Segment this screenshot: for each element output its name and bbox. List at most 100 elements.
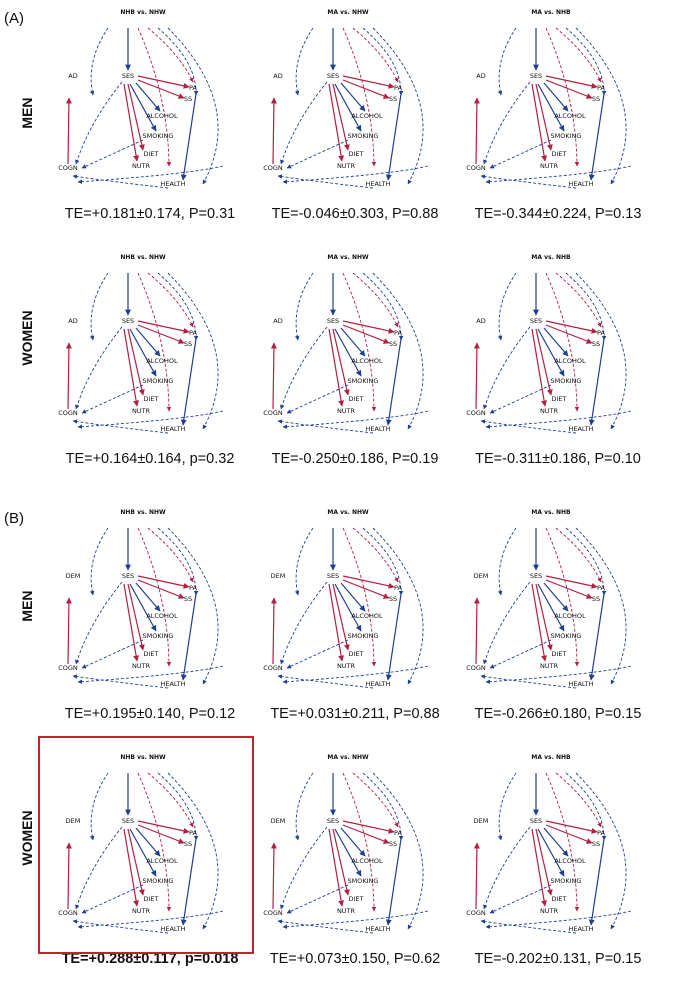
total-effect-label: TE=-0.344±0.224, P=0.13 [474,206,642,222]
edge-arrow [328,328,345,407]
node-label-ses: SES [122,317,134,325]
edge-arrow [342,579,390,599]
edge-arrow [497,272,517,341]
node-label-pa: PA [189,329,198,337]
panel-title: MA vs. NHW [327,254,369,261]
edge-arrow [332,83,350,151]
node-label-pa: PA [189,584,198,592]
node-label-nutr: NUTR [540,407,559,415]
edge-arrow [545,824,593,844]
edge-arrow [497,27,517,96]
node-label-nutr: NUTR [540,907,559,915]
path-diagram: MA vs. NHBSESPASSALCOHOLSMOKINGDIETNUTRC… [466,754,632,934]
node-label-ss: SS [592,95,600,103]
edge-arrow [147,27,194,83]
node-label-smoking: SMOKING [143,877,174,885]
edge-arrow [157,272,199,341]
edge-arrow [473,842,480,910]
edge-arrow [385,593,402,681]
total-effect-label: TE=+0.031±0.211, P=0.88 [270,706,440,722]
edge-arrow [483,581,531,665]
node-label-pa: PA [597,84,606,92]
path-diagram: MA vs. NHBSESPASSALCOHOLSMOKINGDIETNUTRC… [466,509,632,689]
edge-arrow [480,674,577,689]
edge-arrow [280,826,328,910]
edge-arrow [489,139,552,169]
edge-arrow [129,828,157,877]
edge-arrow [342,320,395,334]
edge-arrow [340,327,366,357]
path-diagram: MA vs. NHBSESPASSALCOHOLSMOKINGDIETNUTRC… [466,254,632,434]
edge-arrow [340,82,366,112]
edge-arrow [135,82,161,112]
node-label-smoking: SMOKING [348,632,379,640]
edge-arrow [65,342,72,410]
node-label-cogn: COGN [263,664,283,672]
node-label-pa: PA [189,84,198,92]
edge-arrow [531,583,548,662]
total-effect-label: TE=+0.073±0.150, P=0.62 [269,951,441,967]
node-label-alcohol: ALCOHOL [351,612,383,620]
total-effect-label: TE=-0.202±0.131, P=0.15 [474,951,642,967]
edge-arrow [575,772,627,930]
node-label-ses: SES [327,572,339,580]
edge-arrow [543,827,569,857]
edge-arrow [334,828,362,877]
edge-arrow [137,579,185,599]
path-diagram: NHB vs. NHWSESPASSALCOHOLSMOKINGDIETNUTR… [58,509,224,689]
edge-arrow [75,326,123,410]
edge-arrow [555,772,602,828]
node-label-smoking: SMOKING [348,377,379,385]
node-label-health: HEALTH [568,180,593,188]
node-label-pa: PA [394,584,403,592]
edge-arrow [545,772,580,912]
node-label-cogn: COGN [466,909,486,917]
edge-arrow [72,674,169,689]
edge-arrow [294,272,314,341]
node-label-health: HEALTH [365,425,390,433]
edge-arrow [535,583,553,651]
edge-arrow [565,527,607,596]
edge-arrow [89,527,109,596]
edge-arrow [286,384,349,414]
node-label-nutr: NUTR [337,907,356,915]
edge-arrow [531,328,548,407]
edge-arrow [89,27,109,96]
node-label-cogn: COGN [466,409,486,417]
edge-arrow [294,772,314,841]
path-diagram: MA vs. NHBSESPASSALCOHOLSMOKINGDIETNUTRC… [466,9,632,189]
edge-arrow [282,910,429,929]
node-label-health: HEALTH [160,925,185,933]
edge-arrow [77,665,224,684]
edge-arrow [277,919,374,934]
edge-arrow [588,838,605,926]
edge-arrow [137,820,190,834]
edge-arrow [352,27,399,83]
node-label-alcohol: ALCOHOL [351,112,383,120]
edge-arrow [485,665,632,684]
edge-arrow [127,828,145,896]
edge-arrow [72,174,169,189]
edge-arrow [537,328,565,377]
node-label-diet: DIET [552,895,567,903]
edge-arrow [537,83,565,132]
node-label-cogn: COGN [466,164,486,172]
node-label-diet: DIET [349,895,364,903]
edge-arrow [362,527,404,596]
node-label-outcome: AD [273,317,282,325]
edge-arrow [123,828,140,907]
node-label-diet: DIET [349,395,364,403]
edge-arrow [328,83,345,162]
edge-arrow [342,27,377,167]
edge-arrow [77,910,224,929]
node-label-diet: DIET [144,150,159,158]
node-label-diet: DIET [144,650,159,658]
edge-arrow [294,527,314,596]
edge-arrow [480,919,577,934]
edge-arrow [123,583,140,662]
total-effect-label: TE=-0.266±0.180, P=0.15 [474,706,642,722]
edge-arrow [537,583,565,632]
panel-title: MA vs. NHW [327,754,369,761]
